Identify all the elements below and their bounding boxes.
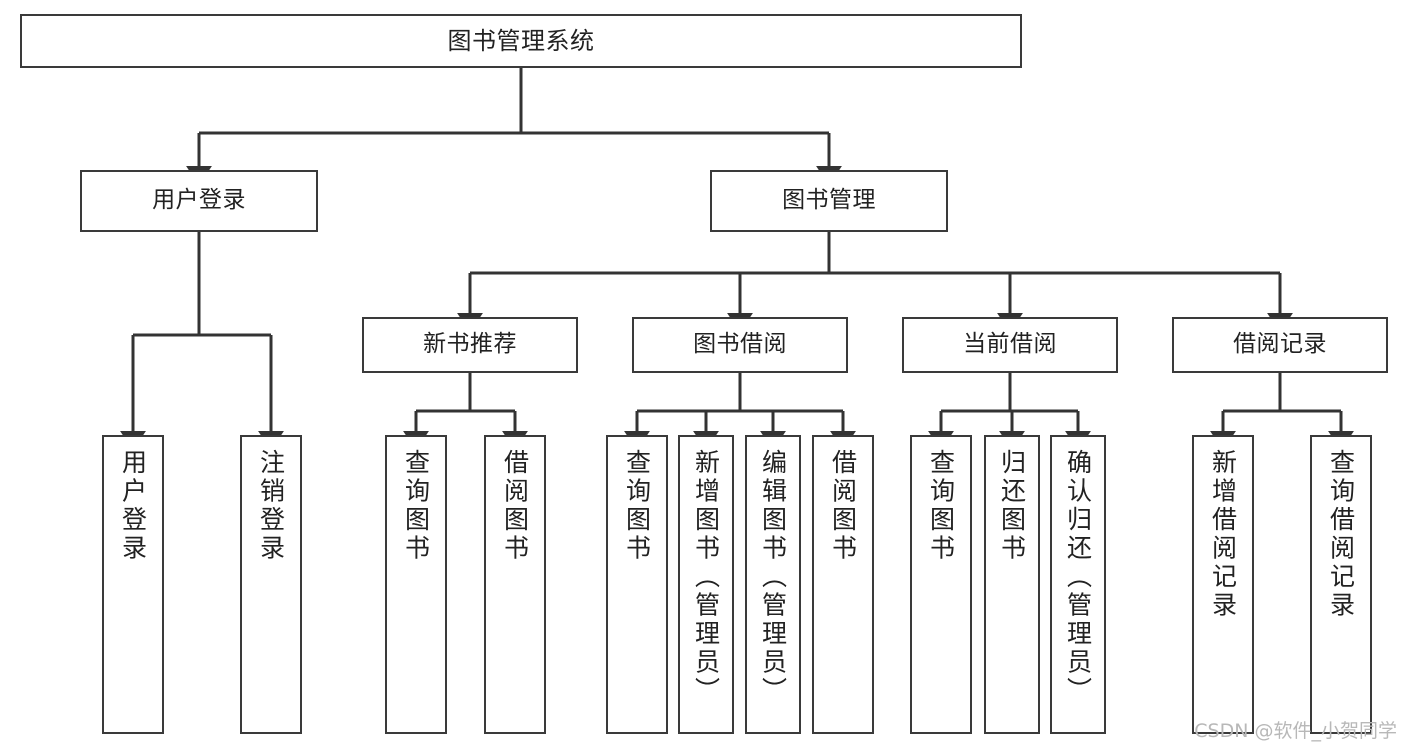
node-label-new-book-rec: 新书推荐 — [423, 331, 517, 358]
node-label-root: 图书管理系统 — [447, 26, 595, 55]
connector-lines — [120, 68, 1354, 451]
node-leaf-user-logout[interactable]: 注销登录 — [240, 435, 302, 734]
node-label-leaf-query-record: 查询借阅记录 — [1326, 449, 1356, 620]
node-label-leaf-add-book-admin: 新增图书（管理员） — [691, 449, 721, 706]
node-leaf-add-record[interactable]: 新增借阅记录 — [1192, 435, 1254, 734]
node-leaf-borrow-book[interactable]: 借阅图书 — [812, 435, 874, 734]
node-label-user-login: 用户登录 — [152, 187, 246, 214]
node-label-book-borrow: 图书借阅 — [693, 331, 787, 358]
node-leaf-confirm-return-admin[interactable]: 确认归还（管理员） — [1050, 435, 1106, 734]
node-label-leaf-confirm-return-admin: 确认归还（管理员） — [1063, 449, 1093, 706]
node-label-leaf-borrow-book-rec: 借阅图书 — [500, 449, 530, 563]
node-label-leaf-user-logout: 注销登录 — [256, 449, 286, 563]
node-label-leaf-borrow-book: 借阅图书 — [828, 449, 858, 563]
node-label-current-borrow: 当前借阅 — [963, 331, 1057, 358]
node-label-leaf-user-login: 用户登录 — [118, 449, 148, 563]
node-leaf-query-record[interactable]: 查询借阅记录 — [1310, 435, 1372, 734]
node-label-leaf-query-book-borrow: 查询图书 — [622, 449, 652, 563]
node-label-leaf-edit-book-admin: 编辑图书（管理员） — [758, 449, 788, 706]
node-label-leaf-query-book-cur: 查询图书 — [926, 449, 956, 563]
node-book-manage[interactable]: 图书管理 — [710, 170, 948, 232]
node-root[interactable]: 图书管理系统 — [20, 14, 1022, 68]
watermark-credit: CSDN @软件_小贺同学 — [1194, 720, 1397, 742]
node-new-book-rec[interactable]: 新书推荐 — [362, 317, 578, 373]
node-label-borrow-record: 借阅记录 — [1233, 331, 1327, 358]
node-leaf-edit-book-admin[interactable]: 编辑图书（管理员） — [745, 435, 801, 734]
node-leaf-borrow-book-rec[interactable]: 借阅图书 — [484, 435, 546, 734]
node-leaf-query-book-borrow[interactable]: 查询图书 — [606, 435, 668, 734]
node-leaf-return-book[interactable]: 归还图书 — [984, 435, 1040, 734]
node-borrow-record[interactable]: 借阅记录 — [1172, 317, 1388, 373]
node-current-borrow[interactable]: 当前借阅 — [902, 317, 1118, 373]
node-label-book-manage: 图书管理 — [782, 187, 876, 214]
node-user-login[interactable]: 用户登录 — [80, 170, 318, 232]
node-book-borrow[interactable]: 图书借阅 — [632, 317, 848, 373]
node-leaf-query-book-cur[interactable]: 查询图书 — [910, 435, 972, 734]
node-leaf-user-login[interactable]: 用户登录 — [102, 435, 164, 734]
node-leaf-query-book-rec[interactable]: 查询图书 — [385, 435, 447, 734]
node-label-leaf-query-book-rec: 查询图书 — [401, 449, 431, 563]
node-label-leaf-return-book: 归还图书 — [997, 449, 1027, 563]
node-leaf-add-book-admin[interactable]: 新增图书（管理员） — [678, 435, 734, 734]
node-label-leaf-add-record: 新增借阅记录 — [1208, 449, 1238, 620]
